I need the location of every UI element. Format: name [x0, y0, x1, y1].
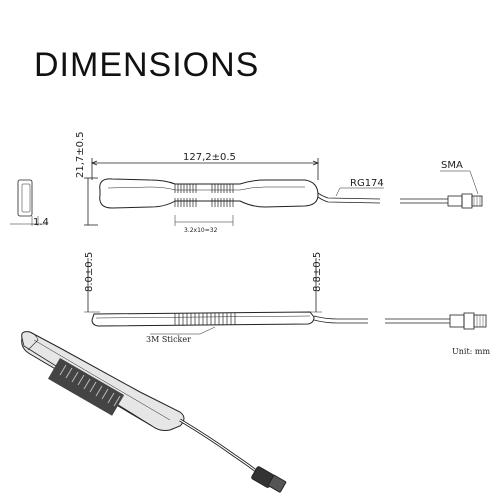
cable-top: [317, 192, 381, 200]
cable-label: RG174: [350, 178, 384, 189]
sma-connector-3d: [251, 466, 287, 493]
antenna-front-outline: [91, 311, 315, 327]
width-label: 21,7±0.5: [75, 131, 86, 178]
grip-slots-top: [174, 184, 234, 207]
sma-connector-front: [449, 314, 465, 328]
cable-front: [313, 315, 368, 320]
grip-slots-front: [174, 313, 236, 325]
unit-label: Unit: mm: [452, 347, 490, 356]
height-left-label: 8.0±0.5: [84, 252, 95, 292]
height-right-label: 8.8±0.5: [312, 252, 323, 292]
perspective-view: [21, 331, 287, 493]
grip-ridges-3d: [59, 364, 121, 407]
thickness-label: 1.4: [33, 217, 49, 228]
antenna-inner-line: [107, 186, 305, 191]
page-title: DIMENSIONS: [34, 46, 260, 84]
length-label: 127,2±0.5: [183, 152, 236, 163]
top-view: [84, 158, 483, 226]
antenna-top-outline: [99, 178, 319, 209]
front-view: [84, 258, 487, 335]
slot-spec-label: 3.2x10=32: [184, 227, 218, 234]
sma-connector-top: [447, 195, 463, 207]
arrow-right: [312, 160, 320, 166]
side-profile: [10, 179, 48, 226]
grip-slots-3d: [48, 358, 125, 416]
arrow-left: [90, 160, 98, 166]
connector-label: SMA: [441, 160, 463, 171]
antenna-3d-body: [21, 331, 185, 431]
sticker-label: 3M Sticker: [146, 335, 191, 344]
side-profile-body: [17, 179, 33, 217]
cable-3d: [179, 418, 261, 476]
